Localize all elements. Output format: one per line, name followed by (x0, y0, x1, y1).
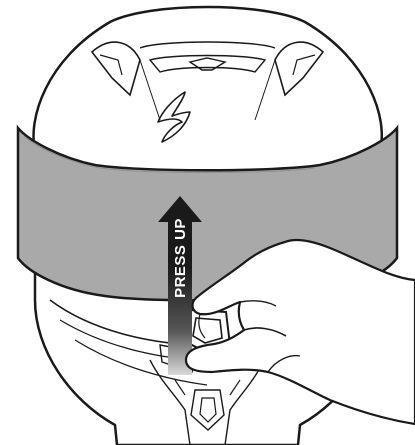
press-up-label: PRESS UP (172, 218, 189, 298)
